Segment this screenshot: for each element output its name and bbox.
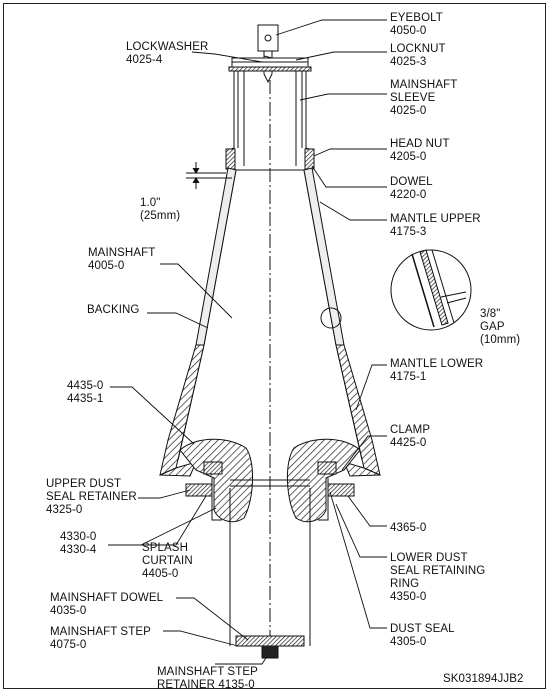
label-dimension: 1.0" (25mm)	[140, 197, 181, 222]
label-part-4330: 4330-0 4330-4	[60, 531, 97, 556]
label-head-nut: HEAD NUT 4205-0	[390, 138, 450, 163]
label-mainshaft-step: MAINSHAFT STEP 4075-0	[50, 626, 151, 651]
leader-lines	[108, 19, 387, 665]
label-splash-curtain: SPLASH CURTAIN 4405-0	[142, 542, 193, 580]
gap-detail	[320, 249, 472, 331]
label-backing: BACKING	[87, 304, 140, 316]
label-mainshaft-step-retainer: MAINSHAFT STEP RETAINER 4135-0	[157, 666, 258, 691]
label-mantle-lower: MANTLE LOWER 4175-1	[390, 358, 484, 383]
label-mainshaft-sleeve: MAINSHAFT SLEEVE 4025-0	[390, 79, 458, 117]
label-locknut: LOCKNUT 4025-3	[390, 43, 446, 68]
label-mantle-upper: MANTLE UPPER 4175-3	[390, 213, 481, 238]
label-dust-seal: DUST SEAL 4305-0	[390, 623, 455, 648]
label-clamp: CLAMP 4425-0	[390, 424, 431, 449]
label-part-4365: 4365-0	[390, 522, 427, 534]
locknut-part	[228, 57, 312, 72]
label-part-4435: 4435-0 4435-1	[67, 380, 104, 405]
label-mainshaft-dowel: MAINSHAFT DOWEL 4035-0	[50, 592, 164, 617]
mantle-lower-part	[159, 344, 381, 477]
label-mainshaft: MAINSHAFT 4005-0	[88, 247, 156, 272]
label-lower-dust-seal-retaining-ring: LOWER DUST SEAL RETAINING RING 4350-0	[390, 552, 486, 603]
label-eyebolt: EYEBOLT 4050-0	[390, 12, 443, 37]
lower-shaft-part	[229, 479, 311, 659]
clamp-part	[179, 438, 361, 523]
label-gap: 3/8" GAP (10mm)	[480, 308, 521, 346]
label-dowel: DOWEL 4220-0	[390, 176, 433, 201]
dust-seal-part	[185, 478, 355, 521]
dimension-1in	[186, 162, 232, 189]
mainshaft-part	[177, 71, 363, 648]
drawing-number: SK031894JJB2	[443, 673, 524, 685]
eyebolt-part	[257, 24, 279, 84]
label-lockwasher: LOCKWASHER 4025-4	[126, 41, 209, 66]
drawing-border	[3, 3, 546, 689]
label-upper-dust-seal-retainer: UPPER DUST SEAL RETAINER 4325-0	[46, 478, 137, 516]
